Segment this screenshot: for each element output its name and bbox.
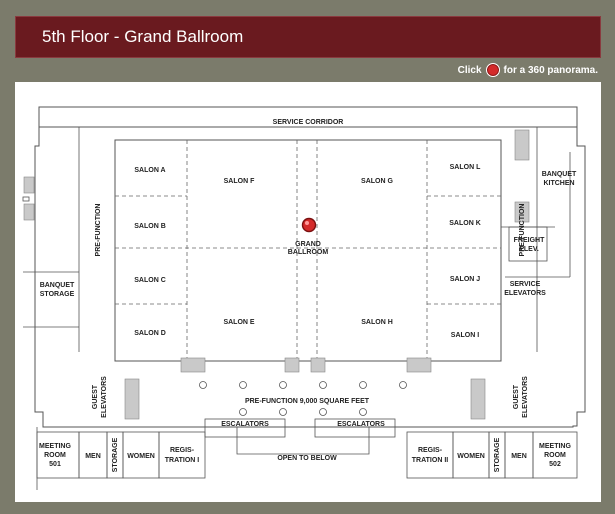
service-elevators-label-1: SERVICE: [510, 281, 541, 288]
meeting-room-501-label-2: ROOM: [44, 452, 66, 459]
banquet-kitchen-label-2: KITCHEN: [543, 180, 574, 187]
banquet-kitchen-label-1: BANQUET: [542, 171, 577, 178]
registration-2-label-2: TRATION II: [412, 457, 448, 464]
salon-j-label[interactable]: SALON J: [450, 276, 480, 283]
registration-1-label-1: REGIS-: [170, 447, 195, 454]
open-to-below-label: OPEN TO BELOW: [277, 455, 337, 462]
grand-ballroom-label-line1: GRAND: [295, 241, 321, 248]
salon-a-label[interactable]: SALON A: [134, 167, 165, 174]
freight-elev-label-1: FREIGHT: [514, 237, 545, 244]
hint-text-after: for a 360 panorama.: [503, 64, 598, 76]
registration-2-label-1: REGIS-: [418, 447, 443, 454]
title-bar: 5th Floor - Grand Ballroom: [15, 16, 601, 58]
panorama-hint: Click for a 360 panorama.: [458, 63, 598, 77]
women-left-label: WOMEN: [127, 453, 155, 460]
service-elevators-label-2: ELEVATORS: [504, 290, 546, 297]
salon-h-label[interactable]: SALON H: [361, 319, 393, 326]
meeting-room-502-label-1: MEETING: [539, 443, 571, 450]
prefunction-left-label: PRE-FUNCTION: [95, 204, 102, 257]
salon-c-label[interactable]: SALON C: [134, 277, 166, 284]
guest-elevators-right-label-1: GUEST: [513, 384, 520, 409]
panorama-marker-icon: [485, 63, 500, 77]
salon-d-label[interactable]: SALON D: [134, 330, 166, 337]
salon-f-label[interactable]: SALON F: [224, 178, 255, 185]
banquet-storage-label-2: STORAGE: [40, 291, 75, 298]
floor-plan-panel: SERVICE CORRIDOR SALON A SALON B SALON C…: [15, 82, 601, 502]
prefunction-right-label: PRE-FUNCTION: [519, 204, 526, 257]
salon-b-label[interactable]: SALON B: [134, 223, 166, 230]
guest-elevators-left-label-2: ELEVATORS: [101, 376, 108, 418]
page-title: 5th Floor - Grand Ballroom: [42, 27, 244, 46]
meeting-room-502-label-2: ROOM: [544, 452, 566, 459]
women-right-label: WOMEN: [457, 453, 485, 460]
freight-elev-label-2: ELEV.: [519, 246, 539, 253]
meeting-room-501-label-3: 501: [49, 461, 61, 468]
salon-l-label[interactable]: SALON L: [450, 164, 481, 171]
panorama-hotspot-icon[interactable]: [301, 217, 317, 233]
prefunction-main-label: PRE-FUNCTION 9,000 SQUARE FEET: [245, 398, 370, 405]
hint-text-before: Click: [457, 64, 482, 76]
meeting-room-502-label-3: 502: [549, 461, 561, 468]
men-left-label: MEN: [85, 453, 101, 460]
guest-elevators-left-label-1: GUEST: [92, 384, 99, 409]
salon-g-label[interactable]: SALON G: [361, 178, 393, 185]
escalators-right-label: ESCALATORS: [337, 421, 385, 428]
meeting-room-501-label-1: MEETING: [39, 443, 71, 450]
salon-i-label[interactable]: SALON I: [451, 332, 479, 339]
storage-left-label: STORAGE: [112, 437, 119, 472]
ballroom-wall: [114, 139, 502, 362]
men-right-label: MEN: [511, 453, 527, 460]
guest-elevators-right-label-2: ELEVATORS: [522, 376, 529, 418]
storage-right-label: STORAGE: [494, 437, 501, 472]
escalators-left-label: ESCALATORS: [221, 421, 269, 428]
grand-ballroom-label-line2: BALLROOM: [288, 249, 329, 256]
service-corridor-label: SERVICE CORRIDOR: [273, 119, 344, 126]
building-outline: [34, 106, 586, 428]
registration-1-label-2: TRATION I: [165, 457, 200, 464]
salon-k-label[interactable]: SALON K: [449, 220, 481, 227]
salon-e-label[interactable]: SALON E: [223, 319, 254, 326]
floor-plan: SERVICE CORRIDOR SALON A SALON B SALON C…: [22, 106, 586, 490]
banquet-storage-label-1: BANQUET: [40, 282, 75, 289]
